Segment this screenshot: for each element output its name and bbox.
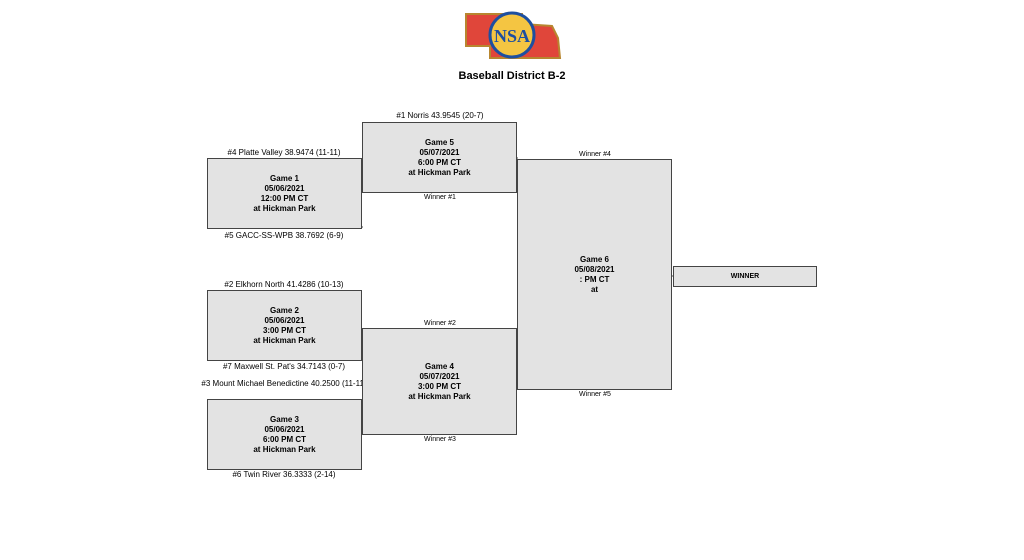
game4-date: 05/07/2021 — [419, 371, 460, 381]
winner2-label: Winner #2 — [424, 320, 456, 327]
game5-box[interactable]: Game 5 05/07/2021 6:00 PM CT at Hickman … — [362, 122, 517, 193]
winner3-label: Winner #3 — [424, 436, 456, 443]
winner1-label: Winner #1 — [424, 194, 456, 201]
game2-time: 3:00 PM CT — [262, 325, 307, 335]
game3-date: 05/06/2021 — [264, 424, 305, 434]
game3-location: at Hickman Park — [253, 444, 316, 454]
game6-date: 05/08/2021 — [574, 264, 615, 274]
champion-box[interactable]: WINNER — [673, 266, 817, 287]
page-title: Baseball District B-2 — [458, 70, 566, 82]
game5-location: at Hickman Park — [408, 167, 471, 177]
team-seed1-label: #1 Norris 43.9545 (20-7) — [396, 111, 484, 120]
champion-label: WINNER — [730, 272, 760, 280]
nsa-logo: NSA — [465, 11, 562, 59]
team-seed4-label: #4 Platte Valley 38.9474 (11-11) — [227, 148, 341, 157]
game6-name: Game 6 — [580, 254, 609, 264]
game3-time: 6:00 PM CT — [262, 434, 307, 444]
game1-date: 05/06/2021 — [264, 183, 305, 193]
game3-box[interactable]: Game 3 05/06/2021 6:00 PM CT at Hickman … — [207, 399, 362, 470]
game4-name: Game 4 — [425, 361, 454, 371]
game4-location: at Hickman Park — [408, 391, 471, 401]
game1-box[interactable]: Game 1 05/06/2021 12:00 PM CT at Hickman… — [207, 158, 362, 229]
logo-ring — [488, 11, 536, 59]
team-seed6-label: #6 Twin River 36.3333 (2-14) — [232, 470, 336, 479]
game4-time: 3:00 PM CT — [417, 381, 462, 391]
winner4-label: Winner #4 — [579, 151, 611, 158]
game6-time: : PM CT — [579, 274, 610, 284]
game5-time: 6:00 PM CT — [417, 157, 462, 167]
team-seed5-label: #5 GACC-SS-WPB 38.7692 (6-9) — [224, 231, 344, 240]
game2-location: at Hickman Park — [253, 335, 316, 345]
game1-location: at Hickman Park — [253, 203, 316, 213]
winner5-label: Winner #5 — [579, 391, 611, 398]
logo-text: NSA — [494, 26, 530, 46]
game2-date: 05/06/2021 — [264, 315, 305, 325]
team-seed3-label: #3 Mount Michael Benedictine 40.2500 (11… — [201, 379, 367, 388]
game2-name: Game 2 — [270, 305, 299, 315]
game2-box[interactable]: Game 2 05/06/2021 3:00 PM CT at Hickman … — [207, 290, 362, 361]
game5-date: 05/07/2021 — [419, 147, 460, 157]
game1-time: 12:00 PM CT — [260, 193, 309, 203]
team-seed7-label: #7 Maxwell St. Pat's 34.7143 (0-7) — [222, 362, 346, 371]
game5-name: Game 5 — [425, 137, 454, 147]
game4-box[interactable]: Game 4 05/07/2021 3:00 PM CT at Hickman … — [362, 328, 517, 435]
game1-name: Game 1 — [270, 173, 299, 183]
team-seed2-label: #2 Elkhorn North 41.4286 (10-13) — [224, 280, 344, 289]
game6-box[interactable]: Game 6 05/08/2021 : PM CT at — [517, 159, 672, 390]
game6-location: at — [590, 284, 599, 294]
game3-name: Game 3 — [270, 414, 299, 424]
